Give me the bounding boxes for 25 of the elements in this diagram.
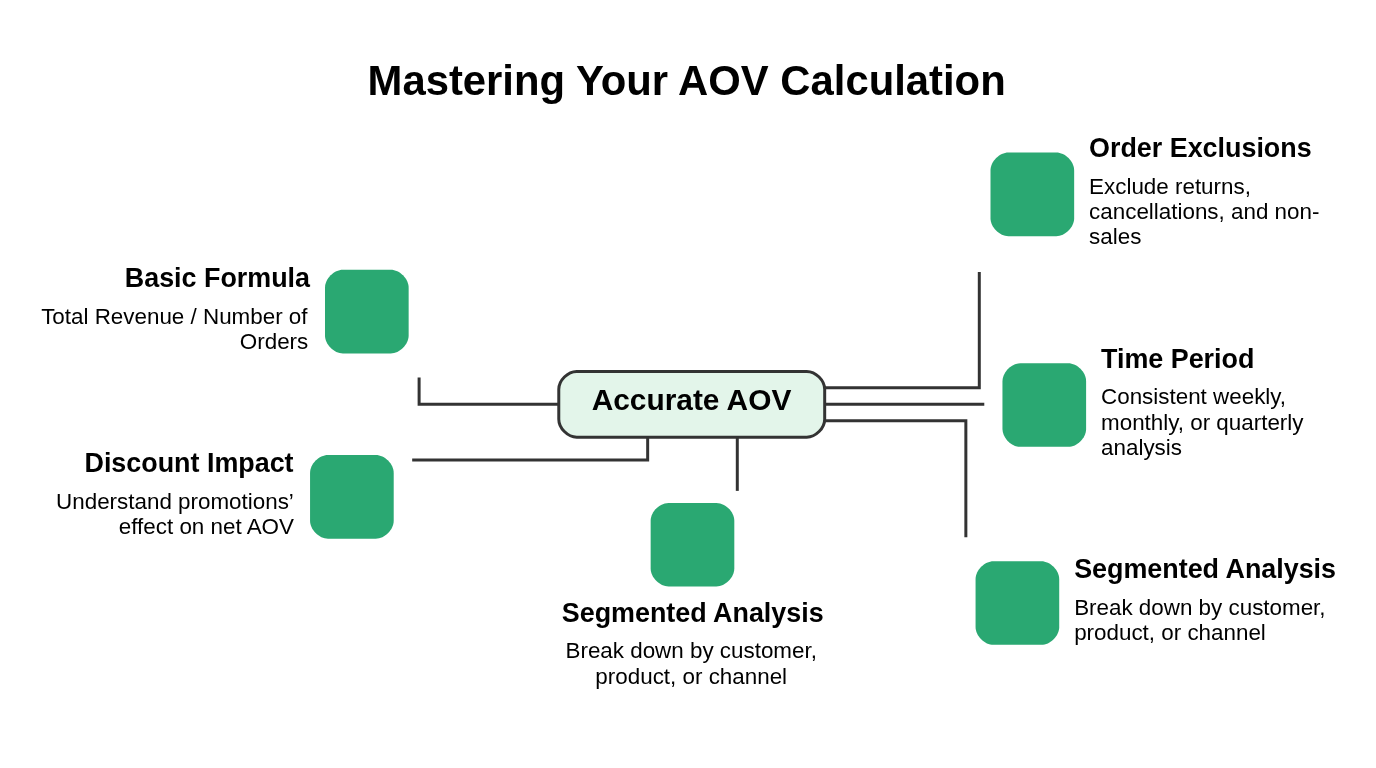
connector [735,436,739,491]
node-label: Segmented Analysis [561,597,824,627]
connector [825,402,985,406]
node-box [650,502,735,587]
node-label: Order Exclusions [1089,132,1312,163]
connector [825,271,981,389]
node-label: Exclude returns, cancellations, and non-sales [1089,173,1320,249]
node-label: Segmented Analysis [1074,553,1337,584]
node-label: Consistent weekly, monthly, or quarterly analysis [1101,383,1304,460]
connector [824,418,968,537]
node-box [310,454,394,539]
node-label: Break down by customer, product, or channel [565,637,817,689]
node-label: Break down by customer, product, or channel [1074,594,1326,645]
node-label: Total Revenue / Number of Orders [41,303,309,354]
node-label: Discount Impact [84,447,294,478]
node-label: Understand promotions’ effect on net AOV [56,488,294,539]
connector [417,377,559,406]
node-box [975,560,1060,645]
node-box: Accurate AOV [557,369,827,439]
node-box [325,269,409,353]
node-label: Time Period [1101,343,1255,374]
diagram-title: Mastering Your AOV Calculation [367,56,1006,104]
node-box [990,152,1075,236]
node-label: Basic Formula [124,262,311,293]
node-box [1002,362,1087,447]
